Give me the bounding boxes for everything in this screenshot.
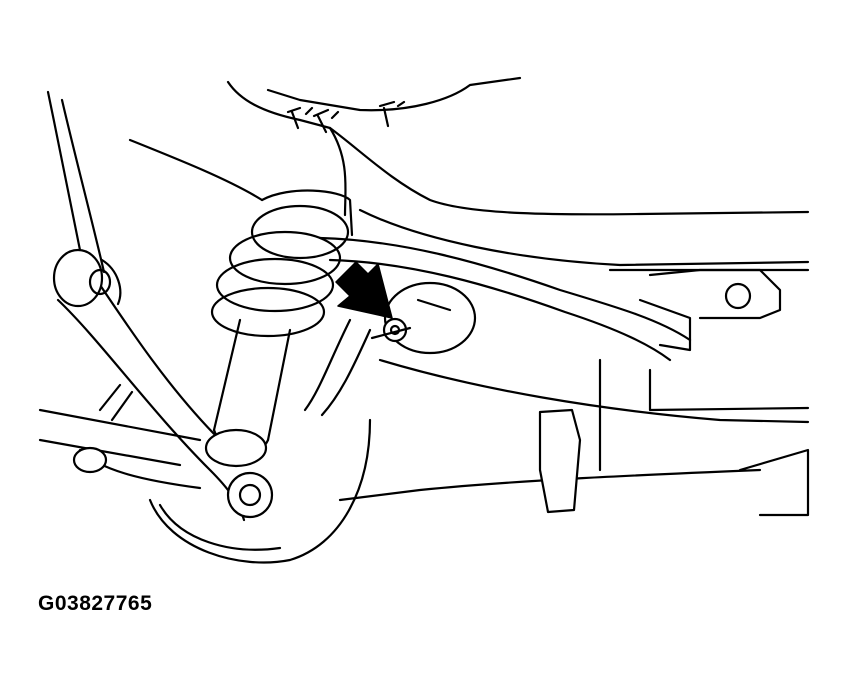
callout-arrow-icon <box>335 261 393 319</box>
mounting-bracket <box>538 408 810 517</box>
left-frame-pillar <box>46 90 106 274</box>
lower-link-rod <box>38 383 202 490</box>
target-nut <box>370 317 412 343</box>
wheel-hub <box>148 418 372 564</box>
vehicle-body-outline <box>128 76 810 272</box>
mount-bolts <box>286 100 406 134</box>
shock-absorber <box>204 318 292 519</box>
figure-id-label: G03827765 <box>38 592 153 615</box>
coil-spring <box>210 189 354 338</box>
stabilizer-bar <box>318 236 692 362</box>
stabilizer-link <box>303 281 477 417</box>
